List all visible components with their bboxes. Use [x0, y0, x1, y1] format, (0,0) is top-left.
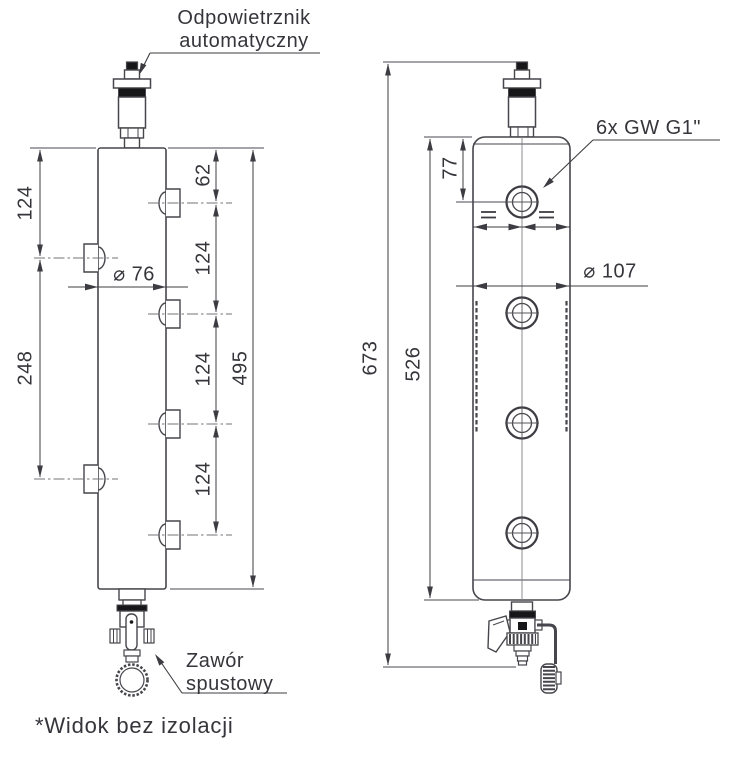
drain-valve-symbol-front: [487, 601, 562, 694]
port-circle: [505, 406, 539, 440]
drain-valve-label-line1: Zawór: [186, 650, 245, 672]
air-vent-label-line2: automatyczny: [179, 30, 309, 52]
side-vessel-body: [97, 147, 167, 590]
dim-right-124-3: 124: [192, 461, 215, 497]
side-centerlines: [34, 202, 232, 536]
leader-air-vent: [139, 52, 320, 75]
side-extension-lines: [30, 147, 264, 590]
side-nozzle-left: [83, 243, 106, 494]
dim-diameter-76: ⌀ 76: [113, 263, 155, 286]
equal-split-dimension: [473, 223, 570, 231]
leader-ports: [543, 139, 720, 188]
ports-thread-label: 6x GW G1": [596, 117, 701, 139]
dim-right-124-2: 124: [192, 351, 215, 387]
front-view: [383, 61, 720, 694]
side-nozzle-right: [158, 188, 181, 550]
side-view: [30, 52, 320, 697]
dim-right-62: 62: [192, 163, 215, 187]
diameter-107-dimension: [456, 282, 648, 290]
dim-total-495: 495: [229, 350, 252, 386]
dim-port-offset-77: 77: [439, 156, 462, 180]
equal-marks: [481, 211, 554, 219]
dim-diameter-107: ⌀ 107: [583, 260, 637, 283]
air-vent-symbol-side: [112, 61, 152, 149]
front-ports: [505, 185, 539, 550]
dim-total-height-673: 673: [359, 340, 382, 376]
leader-drain-valve: [155, 654, 287, 694]
port-circle: [505, 296, 539, 330]
port-circle: [505, 185, 539, 219]
port-circle: [505, 516, 539, 550]
dim-right-124-1: 124: [192, 240, 215, 276]
front-vessel-body: [472, 136, 571, 601]
footnote: *Widok bez izolacji: [35, 713, 234, 738]
drain-valve-label: Zawór spustowy: [186, 650, 273, 696]
front-dimension-lines: [385, 63, 466, 666]
air-vent-symbol-front: [502, 61, 542, 138]
air-vent-label: Odpowietrznik automatyczny: [168, 7, 320, 53]
drain-valve-symbol-side: [109, 588, 155, 697]
side-dimension-lines: [37, 149, 256, 588]
dim-left-lower-248: 248: [14, 350, 37, 386]
dim-vessel-height-526: 526: [402, 346, 425, 382]
front-extension-lines: [383, 61, 516, 668]
drain-valve-label-line2: spustowy: [186, 673, 274, 695]
dim-left-upper-124: 124: [14, 185, 37, 221]
front-weld-strips: [475, 301, 568, 434]
air-vent-label-line1: Odpowietrznik: [177, 7, 311, 29]
